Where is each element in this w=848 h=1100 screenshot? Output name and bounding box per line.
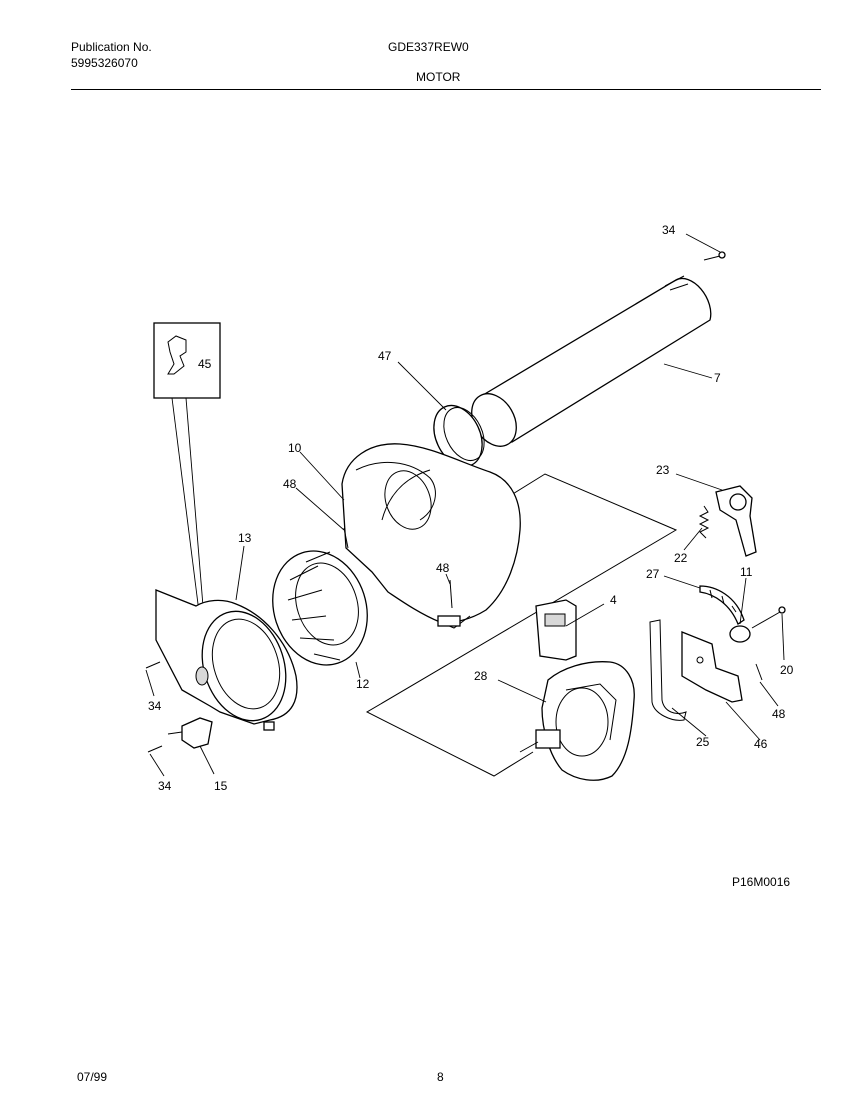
callout-45: 45	[198, 357, 212, 371]
seal-ring-47	[433, 404, 485, 468]
blower-wheel-12	[272, 550, 368, 666]
motor-bracket-46	[681, 631, 743, 703]
callout-10: 10	[288, 441, 302, 455]
exhaust-duct-7	[471, 275, 712, 447]
screw-34-left	[145, 661, 161, 669]
motor-28	[519, 661, 635, 781]
screw-34-bottom	[147, 745, 163, 753]
screw-20	[751, 606, 786, 629]
blower-housing-10	[341, 443, 521, 629]
section-title: MOTOR	[416, 70, 461, 84]
callout-34-left: 34	[148, 699, 162, 713]
idler-arm-27	[699, 585, 745, 625]
belt-clip-25	[649, 619, 687, 721]
model-number: GDE337REW0	[388, 40, 469, 54]
footer-date: 07/99	[77, 1070, 108, 1084]
callout-28: 28	[474, 669, 488, 683]
leader-lines	[145, 233, 785, 777]
callout-13: 13	[238, 531, 252, 545]
callout-25: 25	[696, 735, 710, 749]
callout-47: 47	[378, 349, 392, 363]
publication-label: Publication No.	[71, 40, 152, 54]
callout-15: 15	[214, 779, 228, 793]
callout-48-housing: 48	[283, 477, 297, 491]
page-number: 8	[437, 1070, 444, 1084]
screw-34-top	[703, 251, 726, 261]
callout-20: 20	[780, 663, 794, 677]
callout-27: 27	[646, 567, 660, 581]
publication-number: 5995326070	[71, 56, 138, 70]
callout-46: 46	[754, 737, 768, 751]
inset-part-45	[153, 322, 221, 613]
header-rule	[71, 89, 821, 90]
callout-11: 11	[740, 565, 753, 579]
callout-7: 7	[714, 371, 721, 385]
callout-labels: 34 7 47 45 10 48 23 13 22 27 11 48 4 20 …	[148, 223, 794, 793]
screw-48-housing	[343, 527, 349, 549]
callout-12: 12	[356, 677, 370, 691]
figure-code: P16M0016	[732, 875, 791, 889]
callout-48-center: 48	[436, 561, 450, 575]
screw-48-center	[449, 579, 453, 609]
callout-34-bottom: 34	[158, 779, 172, 793]
callout-48-bracket: 48	[772, 707, 786, 721]
blower-cover-13	[155, 589, 298, 731]
callout-34-top: 34	[662, 223, 676, 237]
idler-bracket-23	[715, 485, 757, 557]
callout-22: 22	[674, 551, 688, 565]
screw-48-bracket	[755, 663, 763, 681]
switch-4	[535, 599, 577, 661]
callout-23: 23	[656, 463, 670, 477]
assembly-plane	[365, 473, 678, 777]
spring-22	[698, 505, 710, 539]
thermostat-15	[167, 717, 213, 749]
idler-pulley-11	[729, 625, 751, 643]
callout-4: 4	[610, 593, 617, 607]
